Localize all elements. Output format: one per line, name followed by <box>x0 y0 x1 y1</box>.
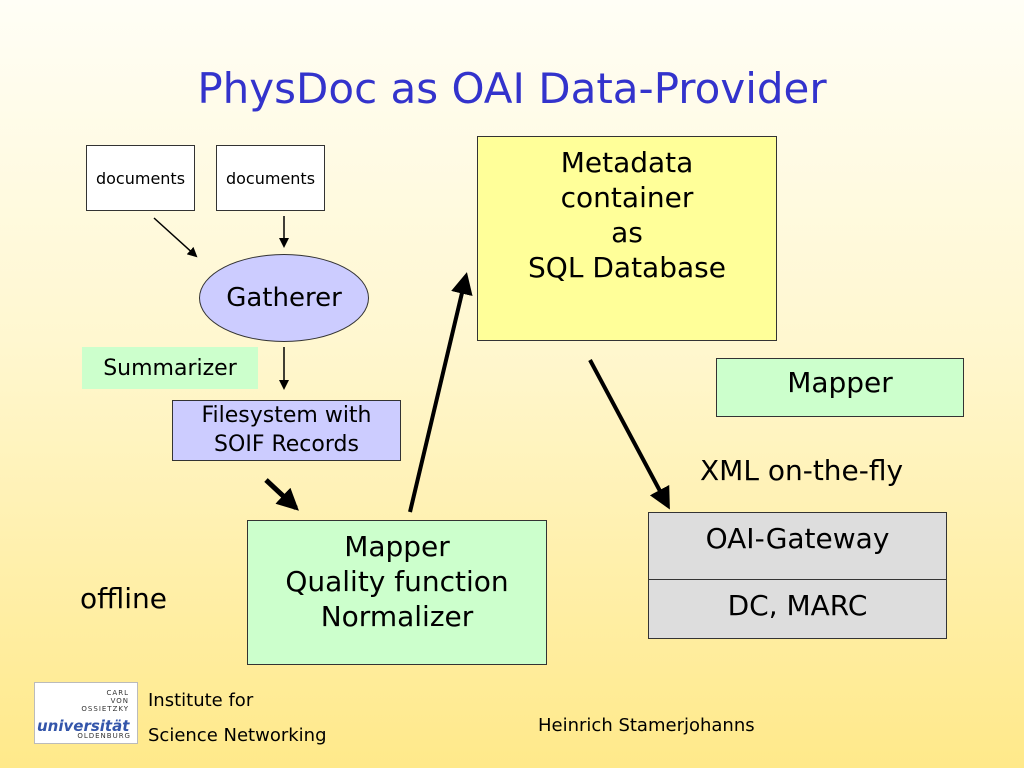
logo-middle-text: universität <box>37 717 130 735</box>
logo-top-line-3: OSSIETZKY <box>81 705 129 713</box>
summarizer-label: Summarizer <box>103 355 237 381</box>
documents-box-2: documents <box>216 145 325 211</box>
metadata-line-1: Metadata <box>560 146 694 179</box>
arrow-doc1-gatherer <box>153 217 198 258</box>
filesystem-line-2: SOIF Records <box>214 431 359 457</box>
slide-title: PhysDoc as OAI Data-Provider <box>197 64 827 113</box>
filesystem-line-1: Filesystem with <box>201 402 372 428</box>
logo-top-line-2: VON <box>110 697 129 705</box>
logo-top-text: CARL VON OSSIETZKY <box>81 689 129 713</box>
oai-gateway-box: OAI-Gateway <box>648 512 947 580</box>
summarizer-box: Summarizer <box>82 347 258 389</box>
mapper-quality-normalizer-box: Mapper Quality function Normalizer <box>247 520 547 665</box>
arrow-metadata-gateway <box>588 359 670 510</box>
oai-gateway-label: OAI-Gateway <box>705 522 890 555</box>
xml-on-the-fly-label: XML on-the-fly <box>700 454 904 487</box>
institute-line-2: Science Networking <box>148 725 327 746</box>
gatherer-label: Gatherer <box>226 283 342 313</box>
offline-label: offline <box>80 582 167 615</box>
logo-bottom-text: OLDENBURG <box>77 732 131 740</box>
institute-line-1: Institute for <box>148 690 254 711</box>
gatherer-ellipse: Gatherer <box>199 254 369 342</box>
dc-marc-label: DC, MARC <box>727 589 868 622</box>
documents-box-1: documents <box>86 145 195 211</box>
dc-marc-box: DC, MARC <box>648 579 947 639</box>
arrow-filesystem-mapper <box>264 478 299 511</box>
arrow-mapper-metadata <box>408 272 473 513</box>
mapper-bottom-line-2: Quality function <box>285 565 509 598</box>
metadata-line-2: container <box>560 181 694 214</box>
mapper-right-box: Mapper <box>716 358 964 417</box>
metadata-line-4: SQL Database <box>528 251 726 284</box>
author-name: Heinrich Stamerjohanns <box>538 715 755 736</box>
mapper-bottom-line-1: Mapper <box>344 530 450 563</box>
documents-label: documents <box>95 168 186 188</box>
metadata-line-3: as <box>611 216 643 249</box>
metadata-container-box: Metadata container as SQL Database <box>477 136 777 341</box>
filesystem-box: Filesystem with SOIF Records <box>172 400 401 461</box>
documents-label: documents <box>225 168 316 188</box>
mapper-bottom-line-3: Normalizer <box>320 600 474 633</box>
mapper-right-label: Mapper <box>787 366 893 399</box>
university-logo: CARL VON OSSIETZKY universität OLDENBURG <box>34 682 138 744</box>
logo-top-line-1: CARL <box>106 689 129 697</box>
